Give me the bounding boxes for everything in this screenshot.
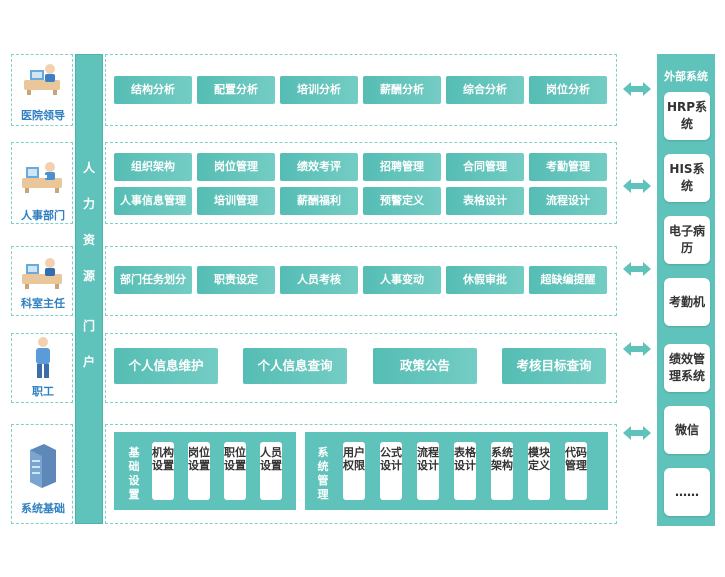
external-systems-title: 外部系统 [664, 70, 708, 83]
external-system-card[interactable]: 微信 [664, 406, 710, 454]
module-button[interactable]: 超缺编提醒 [529, 266, 607, 294]
module-button[interactable]: 培训管理 [197, 187, 275, 215]
base-item[interactable]: 用户权限 [343, 442, 365, 500]
module-button[interactable]: 培训分析 [280, 76, 358, 104]
module-button[interactable]: 表格设计 [446, 187, 524, 215]
module-button[interactable]: 职责设定 [197, 266, 275, 294]
base-item[interactable]: 岗位设置 [188, 442, 210, 500]
role-label-hr: 人事部门 [21, 209, 65, 222]
role-label-leader: 医院领导 [21, 109, 65, 122]
role-panel-staff [11, 333, 73, 403]
double-arrow-icon [623, 342, 651, 356]
hr-module-row [105, 142, 617, 224]
double-arrow-icon [623, 82, 651, 96]
leader-module-row [105, 54, 617, 126]
leader-desk-icon [24, 64, 60, 95]
external-system-card[interactable]: 绩效管理系统 [664, 344, 710, 392]
module-button[interactable]: 流程设计 [529, 187, 607, 215]
module-button[interactable]: 部门任务划分 [114, 266, 192, 294]
module-button[interactable]: 组织架构 [114, 153, 192, 181]
role-panel-hr [11, 142, 73, 224]
base-item[interactable]: 职位设置 [224, 442, 246, 500]
module-button[interactable]: 绩效考评 [280, 153, 358, 181]
portal-char: 力 [82, 197, 95, 211]
role-panel-director [11, 246, 73, 316]
external-system-card[interactable]: 电子病历 [664, 216, 710, 264]
double-arrow-icon [623, 262, 651, 276]
module-button[interactable]: 合同管理 [446, 153, 524, 181]
portal-char: 人 [82, 161, 95, 175]
module-button[interactable]: 人事信息管理 [114, 187, 192, 215]
portal-char: 户 [82, 355, 95, 369]
base-item[interactable]: 机构设置 [152, 442, 174, 500]
module-button[interactable]: 配置分析 [197, 76, 275, 104]
role-panel-base [11, 424, 73, 524]
external-system-card[interactable]: HIS系统 [664, 154, 710, 202]
module-button[interactable]: 考勤管理 [529, 153, 607, 181]
module-button[interactable]: 人事变动 [363, 266, 441, 294]
role-panel-leader [11, 54, 73, 126]
module-button[interactable]: 个人信息查询 [243, 348, 347, 384]
director-module-row [105, 246, 617, 316]
external-system-card[interactable]: 考勤机 [664, 278, 710, 326]
module-button[interactable]: 政策公告 [373, 348, 477, 384]
base-item[interactable]: 流程设计 [417, 442, 439, 500]
basic-settings-title: 基础设置 [128, 446, 140, 501]
base-item[interactable]: 公式设计 [380, 442, 402, 500]
staff-module-row [105, 333, 617, 403]
external-system-card[interactable]: HRP系统 [664, 92, 710, 140]
base-module-row [105, 424, 617, 524]
double-arrow-icon [623, 426, 651, 440]
role-label-director: 科室主任 [21, 297, 65, 310]
base-item[interactable]: 人员设置 [260, 442, 282, 500]
base-item[interactable]: 系统架构 [491, 442, 513, 500]
module-button[interactable]: 招聘管理 [363, 153, 441, 181]
hr-portal-bar: 人 力 资 源 门 户 [75, 54, 103, 524]
director-desk-icon [22, 258, 62, 289]
module-button[interactable]: 结构分析 [114, 76, 192, 104]
role-label-base: 系统基础 [21, 502, 65, 515]
module-button[interactable]: 考核目标查询 [502, 348, 606, 384]
module-button[interactable]: 薪酬福利 [280, 187, 358, 215]
portal-char: 门 [82, 319, 95, 333]
server-icon [30, 444, 56, 488]
base-item[interactable]: 模块定义 [528, 442, 550, 500]
hr-desk-icon [22, 162, 62, 193]
module-button[interactable]: 薪酬分析 [363, 76, 441, 104]
module-button[interactable]: 岗位分析 [529, 76, 607, 104]
base-item[interactable]: 表格设计 [454, 442, 476, 500]
double-arrow-icon [623, 179, 651, 193]
system-management-title: 系统管理 [317, 446, 329, 501]
module-button[interactable]: 个人信息维护 [114, 348, 218, 384]
external-system-card[interactable]: …… [664, 468, 710, 516]
module-button[interactable]: 预警定义 [363, 187, 441, 215]
role-label-staff: 职工 [32, 385, 54, 398]
module-button[interactable]: 综合分析 [446, 76, 524, 104]
module-button[interactable]: 人员考核 [280, 266, 358, 294]
portal-char: 资 [82, 233, 95, 247]
module-button[interactable]: 休假审批 [446, 266, 524, 294]
portal-char: 源 [82, 269, 95, 283]
module-button[interactable]: 岗位管理 [197, 153, 275, 181]
staff-person-icon [36, 337, 50, 378]
base-item[interactable]: 代码管理 [565, 442, 587, 500]
